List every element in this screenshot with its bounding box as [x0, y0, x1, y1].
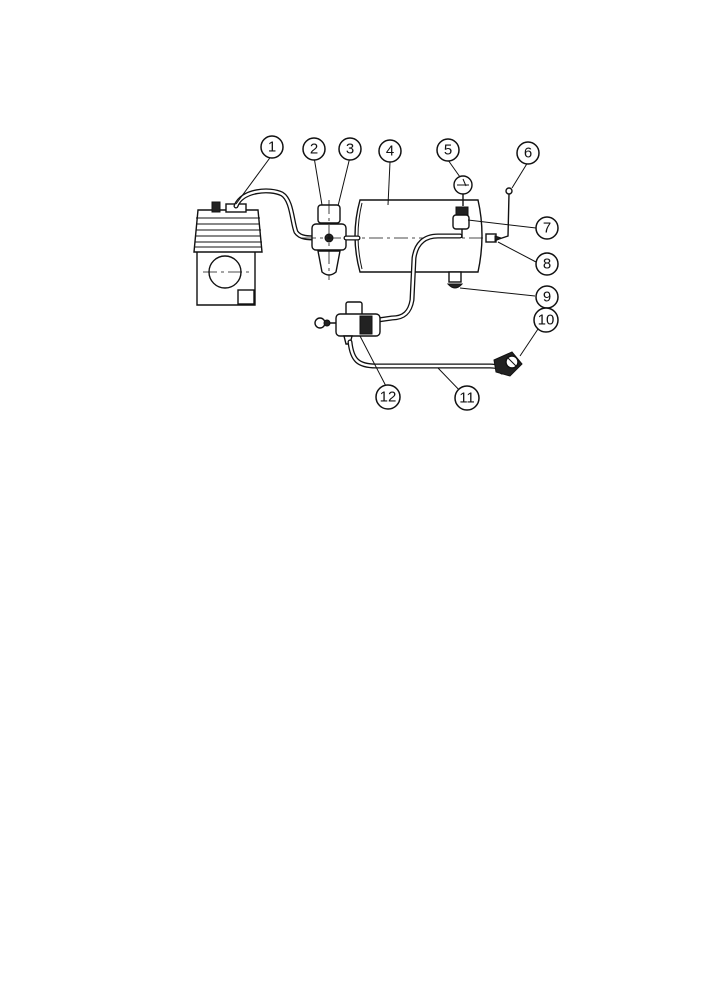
callout-11-label: 11 — [459, 390, 475, 407]
callout-3-label: 3 — [346, 141, 354, 158]
callout-10: 10 — [533, 307, 559, 333]
callout-2-label: 2 — [310, 141, 318, 158]
callout-8-label: 8 — [543, 256, 551, 273]
safety-valve — [452, 206, 470, 238]
callout-7-label: 7 — [543, 220, 551, 237]
callout-5-label: 5 — [444, 142, 452, 159]
callout-12: 12 — [375, 384, 401, 410]
pipe-tank-to-regulator — [375, 233, 463, 323]
callout-11: 11 — [454, 385, 480, 411]
pipe-compressor-to-separator — [233, 188, 321, 241]
callout-9: 9 — [535, 285, 559, 309]
callout-9-label: 9 — [543, 289, 551, 306]
callout-4-label: 4 — [386, 143, 394, 160]
separator — [302, 200, 360, 280]
callout-5: 5 — [436, 138, 460, 162]
drain-lever — [495, 187, 513, 241]
compressor — [193, 201, 263, 306]
callout-12-label: 12 — [380, 389, 397, 406]
callout-3: 3 — [338, 137, 362, 161]
leader-lines — [235, 154, 541, 396]
quick-coupler — [493, 351, 523, 377]
callout-1: 1 — [260, 135, 284, 159]
air-tank — [343, 199, 503, 289]
callout-10-label: 10 — [538, 312, 555, 329]
air-hose — [347, 339, 505, 375]
callout-7: 7 — [535, 216, 559, 240]
pressure-gauge — [453, 175, 473, 206]
callout-6: 6 — [516, 141, 540, 165]
callout-1-label: 1 — [268, 139, 276, 156]
callout-8: 8 — [535, 252, 559, 276]
callout-2: 2 — [302, 137, 326, 161]
callout-4: 4 — [378, 139, 402, 163]
callout-6-label: 6 — [524, 145, 532, 162]
pressure-regulator — [314, 301, 381, 345]
